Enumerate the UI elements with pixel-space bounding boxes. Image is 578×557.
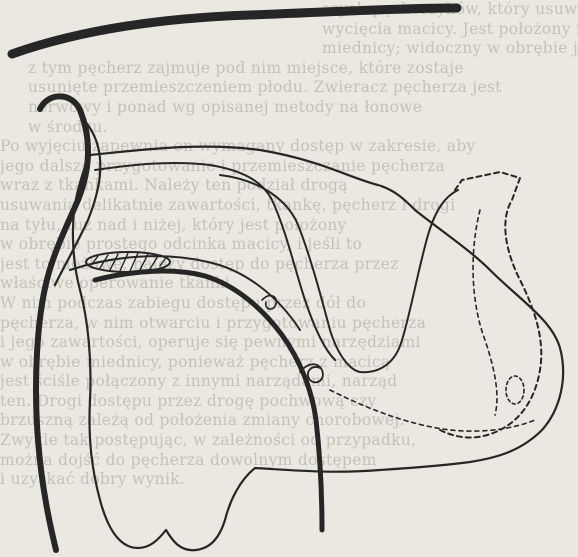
curved-tube-left [95,271,322,530]
inner-membrane [95,163,335,360]
top-curved-bar [12,8,457,54]
dashed-small-oval [506,376,524,404]
organ-outline [73,147,563,551]
dashed-inner-curve [473,210,497,415]
dashed-structure [440,172,541,438]
inner-cavity [220,175,458,372]
small-coil-2 [262,296,276,309]
hooked-thick-line [36,96,88,550]
dashed-lower-curve [330,390,535,431]
